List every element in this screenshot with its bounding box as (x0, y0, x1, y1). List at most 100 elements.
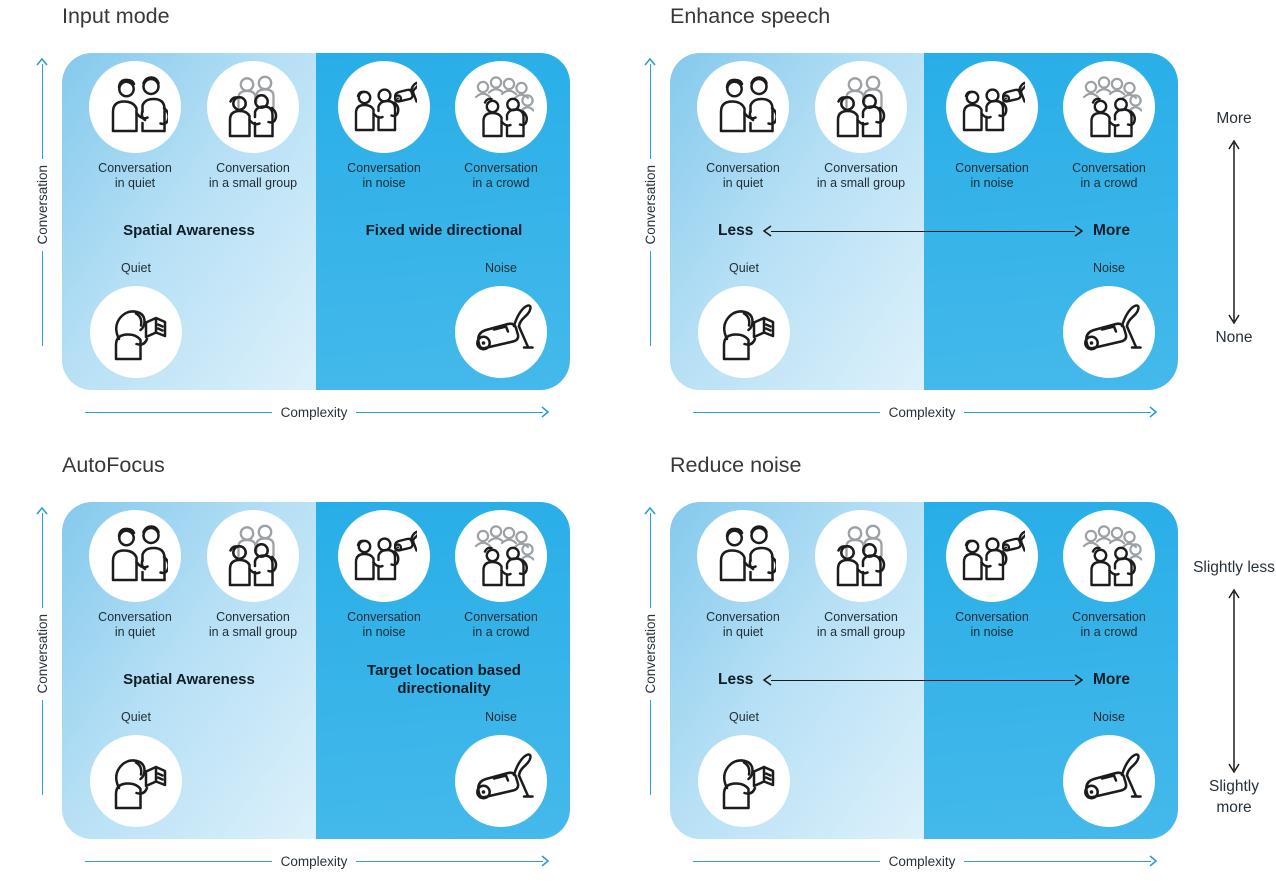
vertical-double-arrow-icon (1228, 588, 1240, 774)
axis-arrow-up-icon (644, 507, 656, 515)
y-axis-label: Conversation (34, 165, 50, 245)
axis-line (85, 860, 272, 862)
noise-vacuum-icon (455, 735, 547, 827)
axis-line (41, 250, 43, 347)
left-mode-label: Spatial Awareness (123, 222, 255, 239)
x-axis-label: Complexity (888, 404, 956, 420)
intensity-scale: More None (1192, 53, 1276, 390)
conversation-in-noise-icon (946, 510, 1038, 602)
axis-arrow-right-icon (541, 855, 549, 867)
noise-vacuum-icon (1063, 735, 1155, 827)
axis-line (964, 411, 1151, 413)
conversation-in-crowd-icon (1063, 510, 1155, 602)
conversation-axis: Conversation (33, 58, 51, 347)
conversation-in-small-group-icon (815, 61, 907, 153)
axis-line (649, 64, 651, 160)
conversation-in-quiet-icon (697, 510, 789, 602)
less-label: Less (718, 671, 754, 688)
x-axis-label: Complexity (280, 853, 348, 869)
axis-arrow-right-icon (1149, 406, 1157, 418)
scale-bottom-label: Slightly more (1209, 778, 1259, 816)
axis-line (649, 250, 651, 347)
axis-line (41, 699, 43, 796)
double-arrow-icon (763, 225, 1083, 237)
less-label: Less (718, 222, 754, 239)
page-title: AutoFocus (62, 453, 165, 477)
axis-line (693, 860, 880, 862)
conversation-axis: Conversation (641, 507, 659, 796)
x-axis-label: Complexity (888, 853, 956, 869)
axis-line (649, 513, 651, 609)
axis-arrow-right-icon (541, 406, 549, 418)
axis-line (41, 513, 43, 609)
quiet-reading-icon (90, 735, 182, 827)
conversation-in-noise-icon (338, 61, 430, 153)
noise-label: Noise (1093, 710, 1125, 724)
quiet-label: Quiet (121, 710, 151, 724)
quiet-label: Quiet (729, 261, 759, 275)
axis-line (356, 411, 543, 413)
intensity-scale: Slightly less Slightly more (1192, 502, 1276, 839)
more-label: More (1092, 671, 1130, 688)
axis-arrow-up-icon (36, 58, 48, 66)
axis-line (85, 411, 272, 413)
noise-vacuum-icon (1063, 286, 1155, 378)
noise-label: Noise (485, 710, 517, 724)
noise-label: Noise (1093, 261, 1125, 275)
conversation-axis: Conversation (33, 507, 51, 796)
y-axis-label: Conversation (642, 165, 658, 245)
axis-arrow-up-icon (36, 507, 48, 515)
complexity-axis: Complexity (85, 402, 549, 422)
quiet-reading-icon (698, 735, 790, 827)
conversation-in-small-group-icon (207, 510, 299, 602)
noise-vacuum-icon (455, 286, 547, 378)
page-title: Reduce noise (670, 453, 802, 477)
scale-top-label: Slightly less (1193, 559, 1275, 576)
axis-line (693, 411, 880, 413)
right-mode-label: Fixed wide directional (365, 222, 523, 239)
scale-top-label: More (1216, 110, 1252, 127)
more-label: More (1092, 222, 1130, 239)
less-more-scale: Less More (718, 654, 1130, 706)
conversation-in-noise-icon (946, 61, 1038, 153)
conversation-in-small-group-icon (207, 61, 299, 153)
axis-line (649, 699, 651, 796)
conversation-axis: Conversation (641, 58, 659, 347)
page-title: Input mode (62, 4, 170, 28)
conversation-in-crowd-icon (1063, 61, 1155, 153)
conversation-in-crowd-icon (455, 61, 547, 153)
quadrant-enhance-speech: Enhance speech Conversation Conversation… (608, 0, 1276, 440)
axis-arrow-up-icon (644, 58, 656, 66)
axis-line (964, 860, 1151, 862)
vertical-double-arrow-icon (1228, 139, 1240, 325)
conversation-in-quiet-icon (89, 61, 181, 153)
complexity-axis: Complexity (693, 402, 1157, 422)
complexity-axis: Complexity (693, 851, 1157, 871)
conversation-in-noise-icon (338, 510, 430, 602)
scale-bottom-label: None (1215, 329, 1253, 346)
double-arrow-icon (763, 674, 1083, 686)
right-mode-label: Target location based directionality (367, 662, 521, 697)
axis-line (41, 64, 43, 160)
quiet-label: Quiet (121, 261, 151, 275)
